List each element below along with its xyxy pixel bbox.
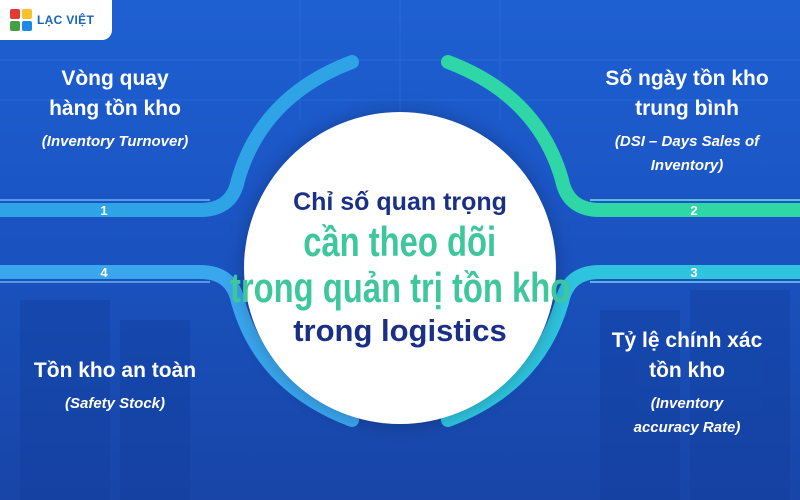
metric-inventory-accuracy-rate: Tỷ lệ chính xác tồn kho (Inventory accur… [582, 326, 792, 440]
metric-subtitle-line: (Inventory Turnover) [41, 133, 189, 150]
metric-subtitle-line: Inventory) [650, 157, 724, 174]
metric-subtitle-line: (Safety Stock) [64, 395, 166, 412]
metric-subtitle-line: (Inventory [650, 395, 724, 412]
metric-title-line: trung bình [635, 97, 739, 120]
metric-title-line: tồn kho [649, 359, 725, 382]
brand-logo: LẠC VIỆT [0, 0, 112, 40]
center-circle: Chỉ số quan trọng cần theo dõi trong quả… [230, 112, 570, 424]
metric-title-line: hàng tồn kho [49, 97, 181, 120]
connector-1 [0, 55, 359, 217]
metric-title-line: Số ngày tồn kho [605, 67, 769, 90]
connector-2 [441, 55, 800, 217]
metric-number-4: 4 [100, 265, 108, 280]
metric-title-line: Tồn kho an toàn [33, 359, 197, 382]
metric-inventory-turnover: Vòng quay hàng tồn kho (Inventory Turnov… [10, 64, 220, 154]
metric-title-line: Tỷ lệ chính xác [611, 329, 763, 352]
connector-3 [441, 265, 800, 427]
metric-days-sales-of-inventory: Số ngày tồn kho trung bình (DSI – Days S… [582, 64, 792, 178]
center-heading-line: Chỉ số quan trọng [293, 187, 507, 216]
connector-4 [0, 265, 359, 427]
metric-number-1: 1 [100, 203, 108, 218]
center-highlight-line: cần theo dõi [303, 217, 497, 265]
metric-subtitle-line: (DSI – Days Sales of [614, 133, 760, 150]
center-highlight-line: trong quản trị tồn kho [229, 263, 571, 311]
metric-number-2: 2 [690, 203, 698, 218]
brand-name: LẠC VIỆT [37, 13, 95, 27]
metric-number-3: 3 [690, 265, 698, 280]
metric-subtitle-line: accuracy Rate) [633, 419, 741, 436]
metric-title-line: Vòng quay [61, 67, 169, 90]
logo-mark-icon [10, 9, 32, 31]
metric-safety-stock: Tồn kho an toàn (Safety Stock) [10, 356, 220, 416]
center-heading-line: trong logistics [293, 312, 507, 348]
